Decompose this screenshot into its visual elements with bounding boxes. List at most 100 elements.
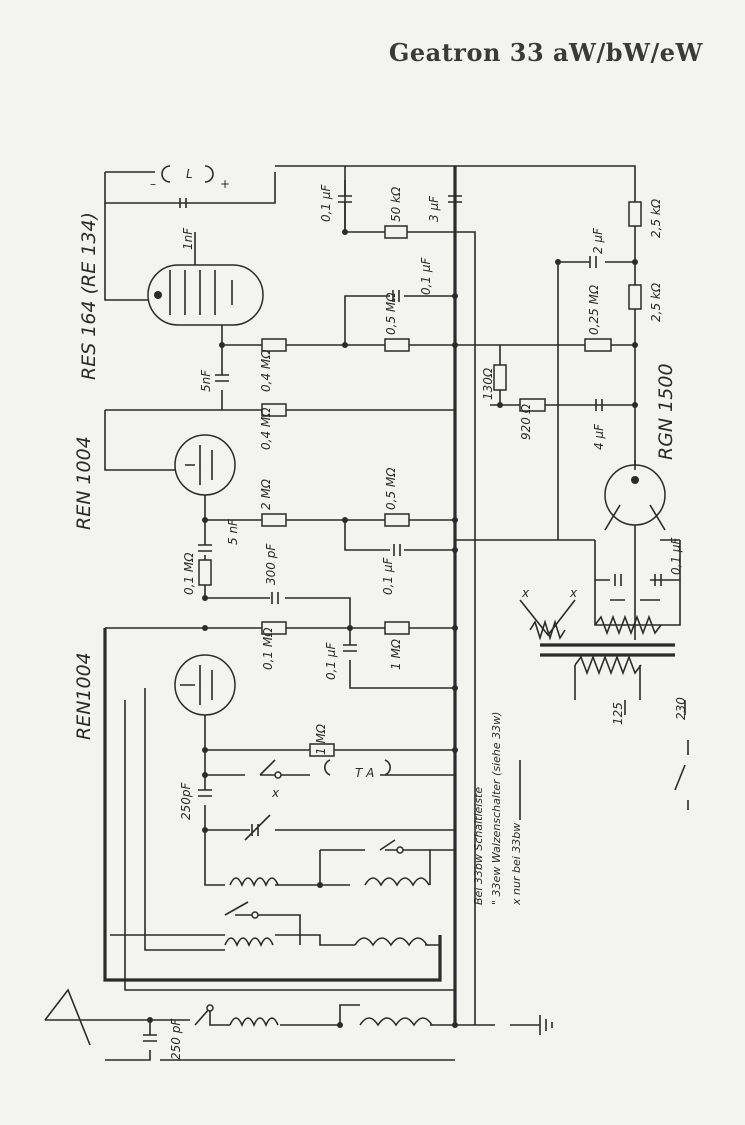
- label-r-025m: 0,25 MΩ: [587, 284, 601, 335]
- battery-connector: – + L: [150, 165, 230, 191]
- label-r-2m: 2 MΩ: [259, 478, 273, 510]
- component-labels: 0,1 µF 50 kΩ 3 µF 2,5 kΩ 2,5 kΩ 2 µF 1nF…: [169, 183, 688, 1060]
- tube-label-res164: RES 164 (RE 134): [78, 212, 100, 380]
- resistor-1m-a: [384, 621, 410, 635]
- tube-res164: [147, 264, 264, 326]
- wiring: [44, 165, 689, 1061]
- switch-coil: [379, 839, 396, 851]
- cap-3uf: [448, 195, 462, 203]
- label-r-920: 920 Ω: [519, 403, 533, 440]
- cap-variable: [244, 814, 271, 841]
- resistor-2k5-b: [628, 284, 642, 310]
- label-r-2k5-a: 2,5 kΩ: [649, 198, 663, 238]
- resistors: [198, 201, 642, 757]
- label-c-01uf-e: 0,1 µF: [324, 641, 338, 680]
- label-r-01m-a: 0,1 MΩ: [182, 552, 196, 595]
- battery-plus: +: [220, 177, 230, 191]
- resistor-01m-b: [261, 621, 287, 635]
- label-r-2k5-b: 2,5 kΩ: [649, 282, 663, 322]
- label-c-01uf-d: 0,1 µF: [669, 536, 683, 575]
- rectifier-coil: [594, 614, 662, 636]
- resistor-01m-a: [198, 559, 212, 586]
- cap-300pf: [271, 592, 279, 604]
- x-switch-label: x: [271, 786, 280, 800]
- cap-250pf-b: [143, 1034, 157, 1042]
- cap-5nf-a: [215, 374, 229, 382]
- cap-01uf-c: [393, 544, 401, 556]
- cap-5nf-b: [198, 544, 212, 552]
- cap-2uf: [589, 256, 597, 268]
- cap-4uf: [595, 399, 603, 411]
- coil-3: [224, 937, 274, 948]
- tube-ren1004-low: [174, 654, 236, 716]
- resistor-130: [493, 364, 507, 391]
- cap-01uf-pair: [614, 574, 662, 586]
- capacitors: [143, 180, 662, 1042]
- note-line-2: " 33ew Walzenschalter (siehe 33w): [490, 712, 503, 905]
- label-r-05m-b: 0,5 MΩ: [384, 467, 398, 510]
- switch-antenna: [194, 1007, 211, 1026]
- coil-4: [354, 937, 428, 947]
- battery-label: L: [186, 167, 193, 181]
- coils: [224, 614, 662, 1028]
- resistor-50k: [384, 225, 408, 239]
- label-r-01m-b: 0,1 MΩ: [261, 627, 275, 670]
- cap-01uf-e: [343, 644, 357, 652]
- coil-6: [359, 1017, 433, 1027]
- label-r-04m-a: 0,4 MΩ: [259, 349, 273, 392]
- tube-ren1004-mid: [174, 434, 236, 496]
- note-line-3: x nur bei 33bw: [510, 823, 523, 906]
- label-c-1nf: 1nF: [181, 227, 195, 250]
- notes: Bei 33bw Schaltleiste " 33ew Walzenschal…: [472, 712, 523, 906]
- label-c-250pf-a: 250pF: [179, 781, 193, 820]
- note-line-1: Bei 33bw Schaltleiste: [472, 787, 485, 905]
- cap-battery: [179, 198, 187, 208]
- resistor-1m-b: [309, 743, 335, 757]
- label-r-130: 130Ω: [481, 367, 495, 400]
- coil-2: [364, 877, 430, 887]
- resistor-920: [519, 398, 546, 412]
- tube-label-ren1004-mid: REN 1004: [73, 436, 95, 530]
- cap-01uf-b: [392, 290, 400, 302]
- diagram-title: Geatron 33 aW/bW/eW: [388, 38, 703, 67]
- label-c-2uf: 2 µF: [591, 227, 605, 254]
- label-x-2: x: [569, 586, 578, 600]
- label-r-05m-a: 0,5 MΩ: [384, 292, 398, 335]
- switch-ta: [259, 759, 276, 776]
- resistor-2m: [261, 513, 287, 527]
- ta-label: T A: [355, 766, 374, 780]
- heater-winding: [529, 619, 566, 641]
- label-c-top: 0,1 µF: [319, 183, 333, 222]
- resistor-2k5-a: [628, 201, 642, 227]
- resistor-05m-a: [384, 338, 410, 352]
- tube-label-ren1004-low: REN1004: [73, 652, 95, 740]
- switch-band: [224, 901, 249, 916]
- resistor-04m-a: [261, 338, 287, 352]
- label-c-01uf-c: 0,1 µF: [381, 556, 395, 595]
- label-c-5nf-b: 5 nF: [226, 518, 240, 545]
- resistor-05m-b: [384, 513, 410, 527]
- switches: [194, 759, 686, 1026]
- label-r-1m-a: 1 MΩ: [389, 638, 403, 670]
- resistor-025m: [584, 338, 612, 352]
- label-c-3uf: 3 µF: [427, 195, 441, 222]
- label-r-50k: 50 kΩ: [389, 186, 403, 222]
- coil-1: [229, 877, 279, 888]
- label-x-1: x: [521, 586, 530, 600]
- tubes: [147, 264, 666, 716]
- resistor-04m-b: [261, 403, 287, 417]
- label-r-04m-b: 0,4 MΩ: [259, 407, 273, 450]
- coil-5: [229, 1017, 279, 1028]
- label-c-250pf-b: 250 pF: [169, 1018, 183, 1060]
- label-125v: 125: [611, 702, 625, 725]
- cap-01uf-top: [338, 180, 352, 232]
- label-c-5nf-a: 5nF: [199, 369, 213, 392]
- junctions: [147, 229, 638, 1028]
- mains-winding: [574, 654, 642, 676]
- battery-minus: –: [150, 177, 156, 191]
- label-c-4uf: 4 µF: [592, 423, 606, 450]
- cap-250pf-a: [198, 789, 212, 797]
- tube-label-rgn1500: RGN 1500: [655, 363, 677, 460]
